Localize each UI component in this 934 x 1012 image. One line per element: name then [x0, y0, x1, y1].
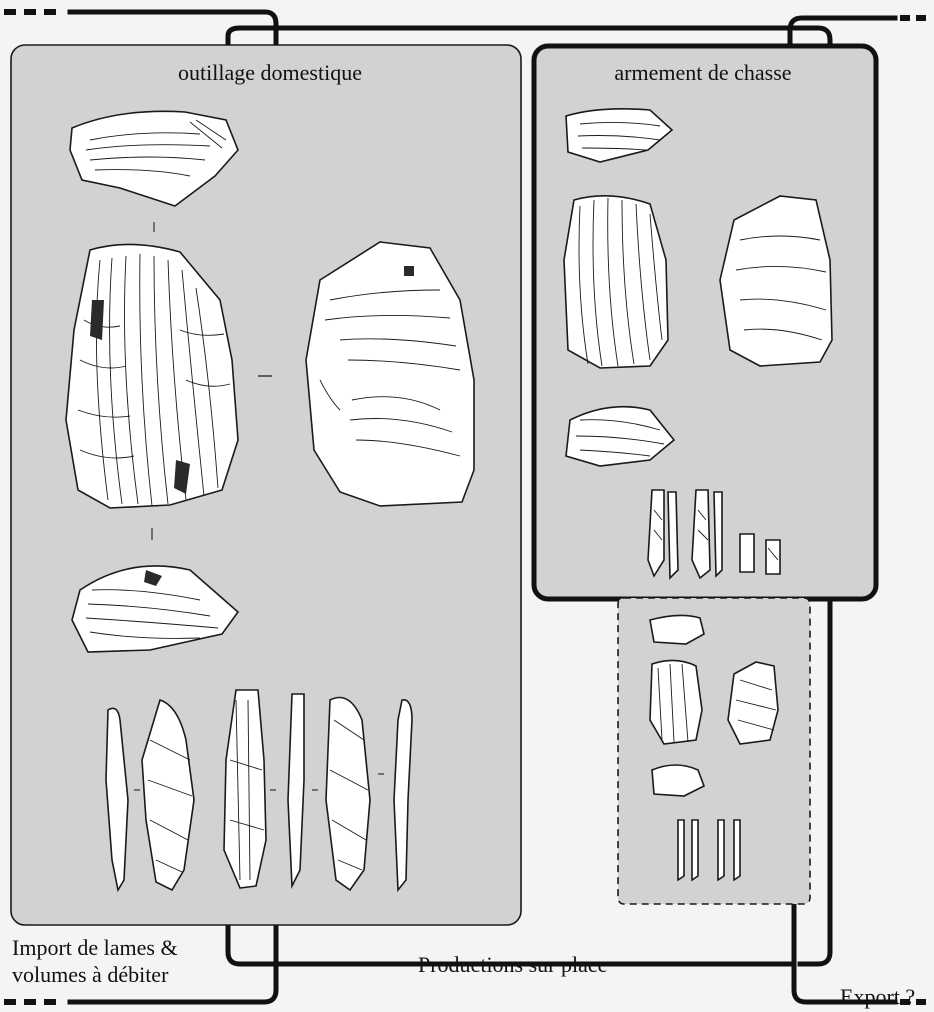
core-side-view: [306, 242, 474, 506]
small-core-front-view: [564, 196, 668, 368]
small-core-side-view: [720, 196, 832, 366]
import-label-line2: volumes à débiter: [12, 961, 178, 988]
hunting-weapons-panel: armement de chasse: [534, 46, 876, 599]
domestic-tools-panel: outillage domestique: [11, 45, 521, 925]
local-production-label: Productions sur place: [418, 951, 607, 978]
secondary-production-panel: [618, 598, 810, 904]
export-label: Export ?: [840, 983, 915, 1010]
import-label-line1: Import de lames &: [12, 934, 178, 961]
domestic-panel-title: outillage domestique: [178, 60, 362, 85]
hunting-panel-title: armement de chasse: [614, 60, 791, 85]
import-label: Import de lames & volumes à débiter: [12, 934, 178, 988]
